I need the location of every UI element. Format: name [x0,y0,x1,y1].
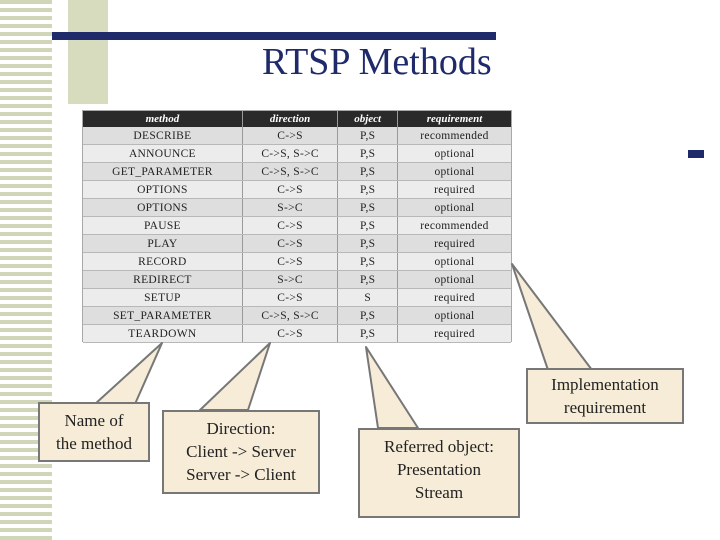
cell-object: P,S [337,180,398,199]
callout-method-name: Name of the method [38,402,150,462]
cell-object: P,S [337,162,398,181]
callout-referred-object: Referred object: Presentation Stream [358,428,520,518]
cell-requirement: optional [397,306,511,325]
header-direction: direction [241,111,338,127]
cell-method: SET_PARAMETER [83,306,243,325]
callout-implementation-requirement: Implementation requirement [526,368,684,424]
cell-direction: C->S, S->C [241,144,338,163]
cell-requirement: required [397,234,511,253]
pointer-object [365,346,419,429]
cell-method: GET_PARAMETER [83,162,243,181]
cell-direction: S->C [241,270,338,289]
cell-direction: C->S [241,127,338,145]
callout-direction: Direction: Client -> Server Server -> Cl… [162,410,320,494]
callout-line: Stream [414,482,464,502]
cell-requirement: optional [397,162,511,181]
cell-direction: C->S [241,324,338,343]
cell-method: SETUP [83,288,243,307]
cell-method: OPTIONS [83,198,243,217]
cell-object: S [337,288,398,307]
cell-method: OPTIONS [83,180,243,199]
cell-direction: C->S, S->C [241,306,338,325]
cell-method: PAUSE [83,216,243,235]
pointer-name [94,342,163,405]
pointer-requirement [511,263,593,371]
cell-object: P,S [337,324,398,343]
rtsp-methods-table: method direction object requirement DESC… [82,110,512,343]
header-requirement: requirement [397,111,511,127]
cell-method: TEARDOWN [83,324,243,343]
cell-direction: C->S [241,180,338,199]
side-mark [688,150,704,158]
cell-object: P,S [337,216,398,235]
cell-requirement: optional [397,198,511,217]
callout-line: Name of [64,411,124,430]
header-object: object [337,111,398,127]
decorative-block [68,0,108,104]
cell-direction: C->S, S->C [241,162,338,181]
cell-object: P,S [337,234,398,253]
callout-line: Referred object: [384,437,494,456]
cell-method: PLAY [83,234,243,253]
cell-direction: C->S [241,234,338,253]
cell-requirement: required [397,180,511,199]
cell-requirement: optional [397,252,511,271]
cell-object: P,S [337,144,398,163]
table-header-row: method direction object requirement [83,111,511,127]
slide-title: RTSP Methods [262,41,492,83]
cell-object: P,S [337,306,398,325]
cell-requirement: recommended [397,216,511,235]
callout-line: Direction: [206,419,276,438]
callout-line: the method [55,433,132,453]
cell-direction: S->C [241,198,338,217]
cell-direction: C->S [241,252,338,271]
cell-object: P,S [337,198,398,217]
cell-method: REDIRECT [83,270,243,289]
cell-requirement: optional [397,144,511,163]
callout-line: Server -> Client [186,464,296,484]
cell-method: DESCRIBE [83,127,243,145]
cell-direction: C->S [241,288,338,307]
callout-line: Client -> Server [186,441,296,461]
cell-direction: C->S [241,216,338,235]
cell-method: ANNOUNCE [83,144,243,163]
pointer-direction [199,342,271,411]
cell-object: P,S [337,252,398,271]
cell-requirement: recommended [397,127,511,145]
cell-requirement: required [397,288,511,307]
cell-requirement: required [397,324,511,343]
cell-object: P,S [337,127,398,145]
cell-object: P,S [337,270,398,289]
cell-requirement: optional [397,270,511,289]
title-bar [52,32,496,40]
header-method: method [83,111,243,127]
callout-line: Implementation [551,375,659,394]
callout-line: requirement [563,397,647,417]
cell-method: RECORD [83,252,243,271]
callout-line: Presentation [396,459,482,479]
